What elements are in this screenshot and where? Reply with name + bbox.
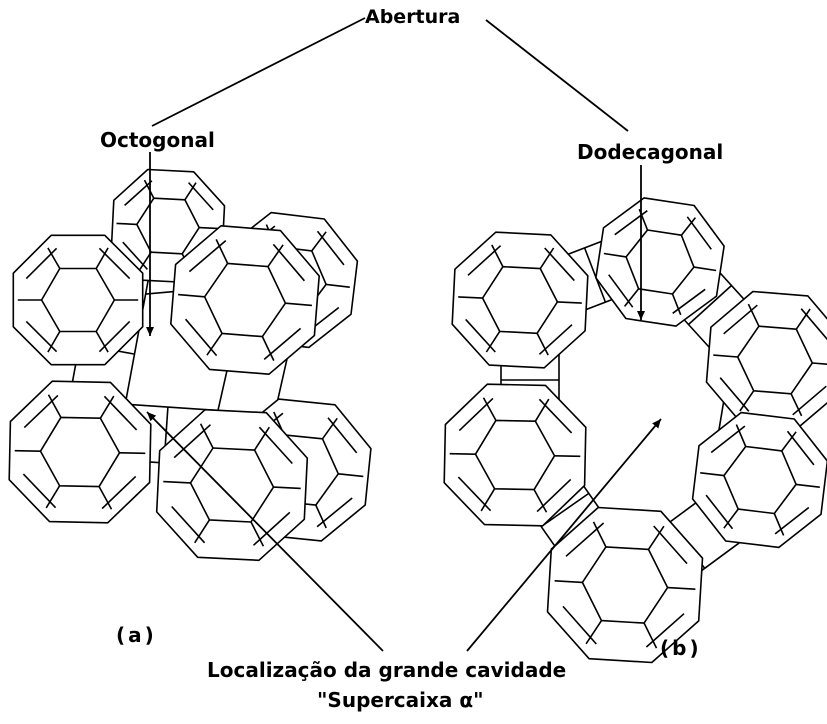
sodalite-cage (13, 235, 142, 364)
panel-b-label: (b) (660, 636, 702, 660)
octogonal-label: Octogonal (100, 128, 215, 152)
structure-b-cages (444, 198, 827, 663)
cavity-caption-line1: Localização da grande cavidade (207, 658, 566, 682)
dodecagonal-label: Dodecagonal (577, 140, 723, 164)
cage-edge (450, 454, 476, 455)
abertura-leader-left (152, 18, 365, 126)
structure-a-cages (9, 170, 371, 561)
cage-edge (15, 451, 41, 452)
panel-a-label: (a) (116, 623, 157, 647)
sodalite-cage (9, 381, 151, 523)
cage-edge (199, 228, 219, 229)
cage-edge (120, 453, 146, 454)
sodalite-cage (157, 410, 308, 561)
cavity-caption-line2: "Supercaixa α" (317, 688, 484, 712)
cage-edge (555, 456, 581, 457)
abertura-label: Abertura (365, 6, 460, 28)
abertura-leader-right (486, 20, 628, 131)
sodalite-cage (452, 232, 588, 368)
cage-edge (117, 223, 137, 224)
sodalite-cage (444, 384, 586, 526)
